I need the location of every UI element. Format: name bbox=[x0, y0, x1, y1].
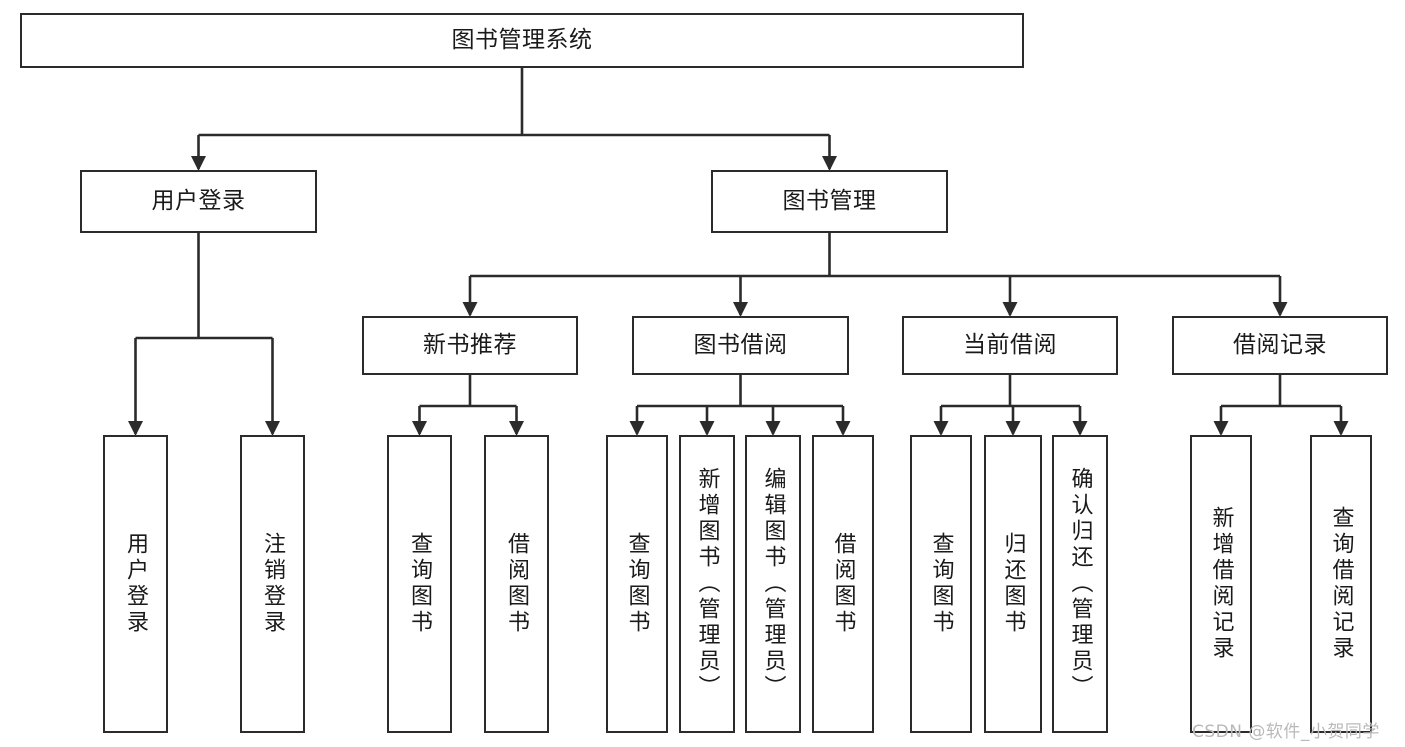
node-current-borrow[interactable]: 当前借阅 bbox=[902, 316, 1118, 375]
node-leaf-confirm-return[interactable]: 确认归还（管理员） bbox=[1052, 435, 1108, 733]
csdn-watermark: CSDN @软件_小贺同学 bbox=[1192, 722, 1380, 742]
node-book-borrow-label: 图书借阅 bbox=[693, 331, 788, 358]
node-leaf-confirm-return-label: 确认归还（管理员） bbox=[1067, 467, 1093, 701]
node-leaf-query-record-label: 查询借阅记录 bbox=[1328, 506, 1354, 662]
node-book-manage-label: 图书管理 bbox=[782, 187, 877, 214]
node-leaf-query-book-1[interactable]: 查询图书 bbox=[387, 435, 452, 733]
node-leaf-borrow-book-2-label: 借阅图书 bbox=[830, 532, 856, 636]
node-user-login[interactable]: 用户登录 bbox=[80, 170, 317, 233]
node-book-borrow[interactable]: 图书借阅 bbox=[632, 316, 849, 375]
node-leaf-query-book-1-label: 查询图书 bbox=[407, 532, 433, 636]
node-root[interactable]: 图书管理系统 bbox=[20, 13, 1024, 68]
node-leaf-query-book-2-label: 查询图书 bbox=[624, 532, 650, 636]
node-root-label: 图书管理系统 bbox=[451, 26, 593, 53]
node-book-manage[interactable]: 图书管理 bbox=[711, 170, 948, 233]
node-leaf-borrow-book-1-label: 借阅图书 bbox=[504, 532, 530, 636]
node-leaf-edit-book-label: 编辑图书（管理员） bbox=[760, 467, 786, 701]
node-leaf-logout[interactable]: 注销登录 bbox=[240, 435, 305, 733]
node-borrow-record[interactable]: 借阅记录 bbox=[1172, 316, 1388, 375]
node-leaf-query-book-3-label: 查询图书 bbox=[928, 532, 954, 636]
node-leaf-user-login[interactable]: 用户登录 bbox=[103, 435, 168, 733]
node-leaf-query-record[interactable]: 查询借阅记录 bbox=[1310, 435, 1372, 733]
node-leaf-query-book-2[interactable]: 查询图书 bbox=[606, 435, 668, 733]
node-current-borrow-label: 当前借阅 bbox=[963, 331, 1057, 358]
node-leaf-user-login-label: 用户登录 bbox=[123, 532, 149, 636]
node-leaf-return-book-label: 归还图书 bbox=[1000, 532, 1026, 636]
node-user-login-label: 用户登录 bbox=[151, 187, 246, 214]
node-leaf-borrow-book-2[interactable]: 借阅图书 bbox=[812, 435, 874, 733]
node-leaf-query-book-3[interactable]: 查询图书 bbox=[910, 435, 972, 733]
node-borrow-record-label: 借阅记录 bbox=[1233, 331, 1327, 358]
node-leaf-add-record[interactable]: 新增借阅记录 bbox=[1190, 435, 1252, 733]
node-new-book-rec-label: 新书推荐 bbox=[423, 331, 517, 358]
node-leaf-logout-label: 注销登录 bbox=[260, 532, 286, 636]
node-leaf-edit-book[interactable]: 编辑图书（管理员） bbox=[745, 435, 801, 733]
node-leaf-return-book[interactable]: 归还图书 bbox=[984, 435, 1042, 733]
node-leaf-add-book[interactable]: 新增图书（管理员） bbox=[679, 435, 735, 733]
node-leaf-borrow-book-1[interactable]: 借阅图书 bbox=[484, 435, 549, 733]
node-new-book-rec[interactable]: 新书推荐 bbox=[362, 316, 578, 375]
node-leaf-add-record-label: 新增借阅记录 bbox=[1208, 506, 1234, 662]
node-leaf-add-book-label: 新增图书（管理员） bbox=[694, 467, 720, 701]
